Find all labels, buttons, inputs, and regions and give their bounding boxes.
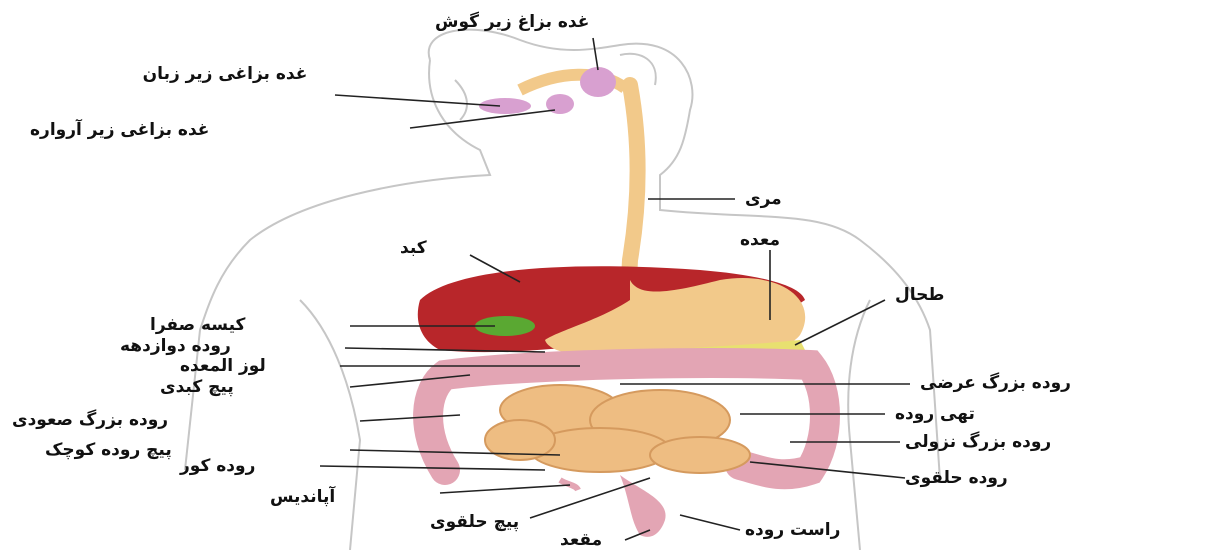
label-duodenum: روده دوازدهه bbox=[120, 336, 231, 356]
label-jejunum: تهی روده bbox=[895, 404, 975, 424]
label-sigmoid-flexure: پیچ حلقوی bbox=[430, 512, 519, 532]
label-gallbladder: کیسه صفرا bbox=[150, 315, 245, 335]
label-stomach: معده bbox=[740, 230, 780, 250]
label-spleen: طحال bbox=[895, 285, 944, 305]
label-esophagus: مری bbox=[745, 189, 782, 209]
label-submandibular-gland: غده بزاغی زیر آرواره bbox=[30, 120, 209, 140]
label-small-intestine-flexure: پیچ روده کوچک bbox=[45, 440, 172, 460]
label-transverse-colon: روده بزرگ عرضی bbox=[920, 373, 1071, 393]
label-sublingual-gland: غده بزاغی زیر زبان bbox=[130, 64, 320, 84]
label-liver: کبد bbox=[400, 238, 427, 258]
parotid-gland-shape bbox=[580, 67, 616, 97]
label-parotid-gland: غده بزاغ زیر گوش bbox=[435, 12, 589, 32]
label-cecum: روده کور bbox=[180, 456, 255, 476]
sublingual-gland-shape bbox=[479, 98, 531, 114]
label-descending-colon: روده بزرگ نزولی bbox=[905, 432, 1051, 452]
small-intestine-shape bbox=[485, 385, 750, 473]
label-anus: مقعد bbox=[560, 530, 602, 550]
label-appendix: آپاندیس bbox=[270, 487, 335, 507]
label-rectum: راست روده bbox=[745, 520, 840, 540]
label-ascending-colon: روده بزرگ صعودی bbox=[12, 410, 168, 430]
label-hepatic-flexure: پیچ کبدی bbox=[160, 377, 234, 397]
label-pancreas: لوز المعده bbox=[180, 356, 266, 376]
label-ileum: روده حلقوی bbox=[905, 468, 1008, 488]
rectum-shape bbox=[620, 475, 666, 537]
